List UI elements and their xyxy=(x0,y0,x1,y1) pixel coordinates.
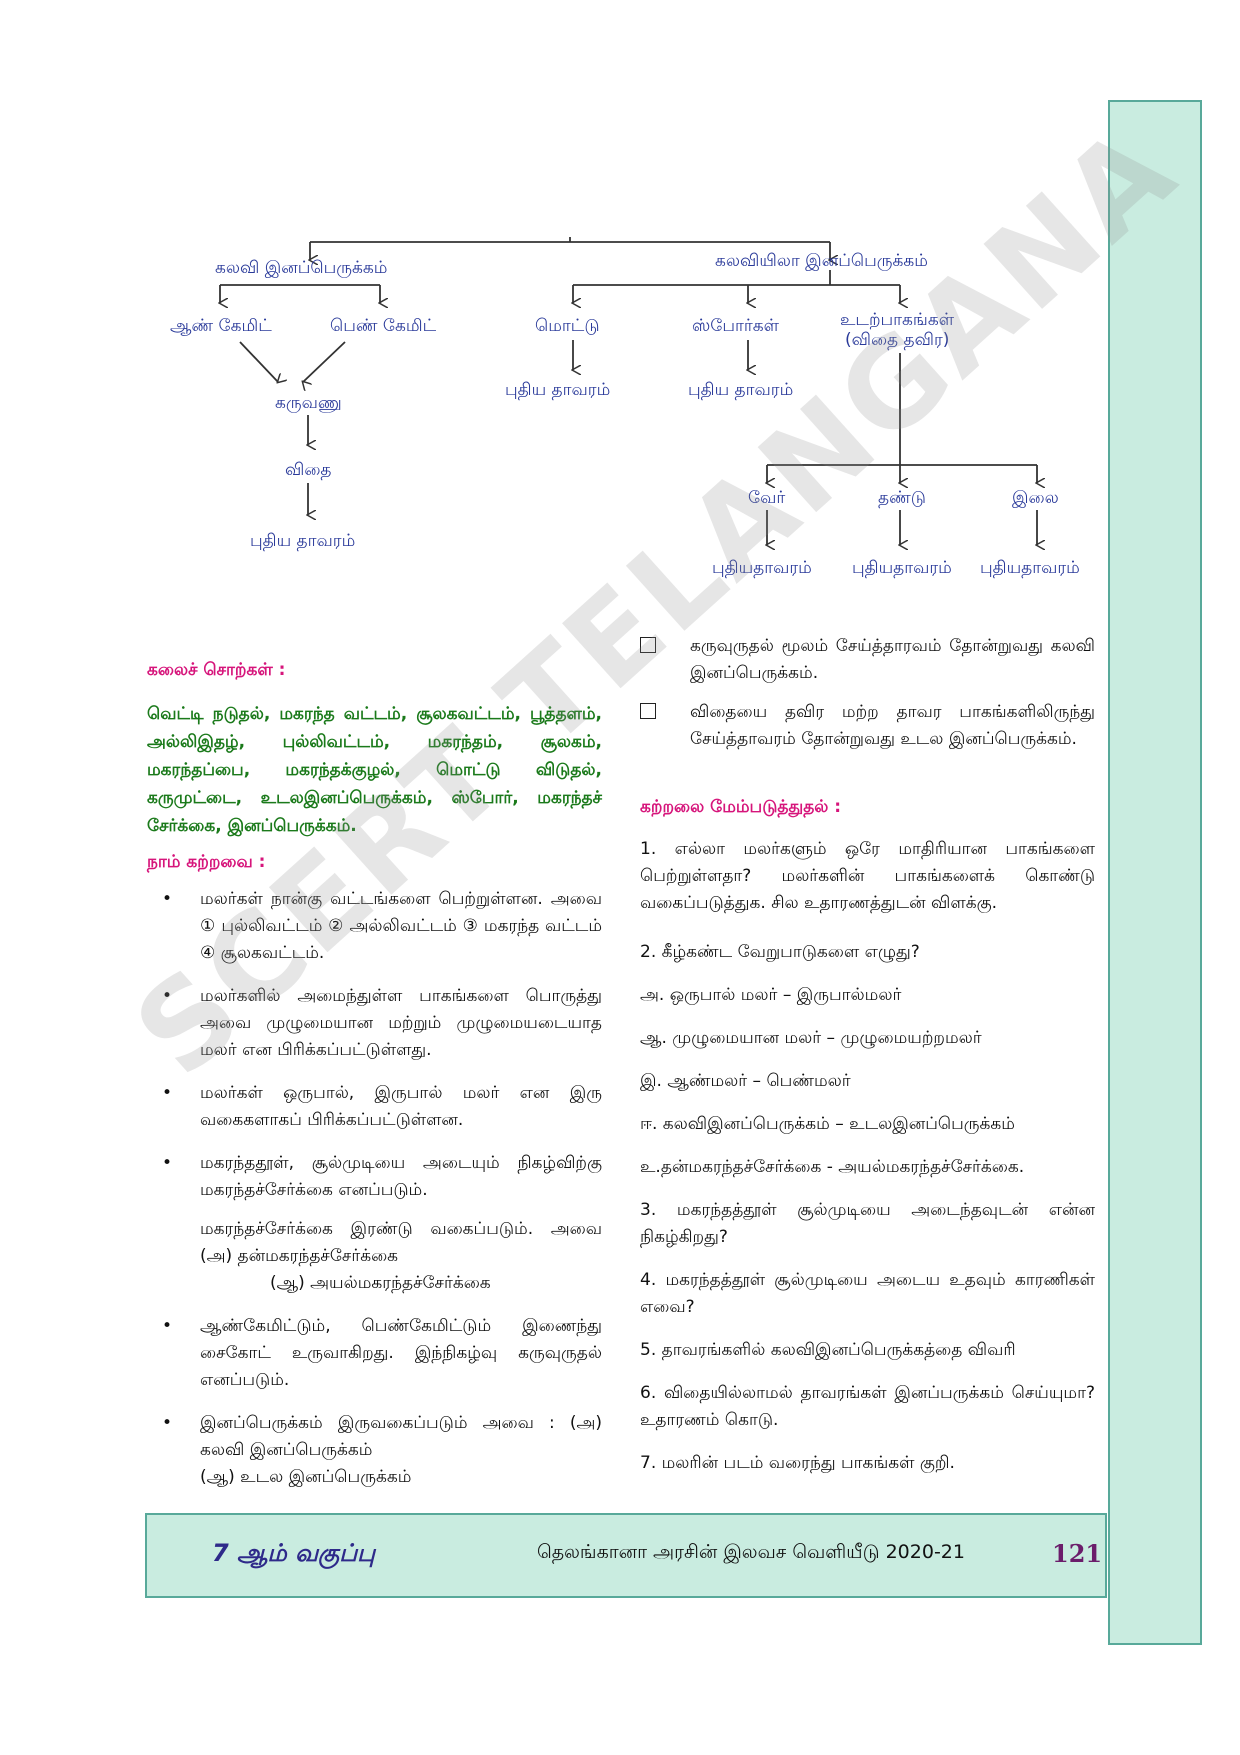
side-tab xyxy=(1108,100,1202,1645)
label-veg-parts-1: உடற்பாகங்கள் xyxy=(840,310,955,330)
label-zygote: கருவணு xyxy=(275,393,342,413)
publisher-note: தெலங்கானா அரசின் இலவச வெளியீடு 2020-21 xyxy=(537,1541,965,1563)
question-item: அ. ஒருபால் மலர் – இருபால்மலர் xyxy=(640,985,902,1005)
learned-item-text: ஆண்கேமிட்டும், பெண்கேமிட்டும் இணைந்து சை… xyxy=(200,1316,602,1390)
question-item: ஈ. கலவிஇனப்பெருக்கம் – உடலஇனப்பெருக்கம் xyxy=(640,1114,1015,1134)
summary-item: விதையை தவிர மற்ற தாவர பாகங்களிலிருந்து ச… xyxy=(640,699,1095,753)
label-sexual: கலவி இனப்பெருக்கம் xyxy=(215,258,387,278)
improve-heading: கற்றலை மேம்படுத்துதல் : xyxy=(640,797,842,817)
learned-item-text: இனப்பெருக்கம் இருவகைப்படும் அவை : (அ) கல… xyxy=(200,1413,602,1460)
label-root-new-plant: புதியதாவரம் xyxy=(712,558,812,578)
label-stem-new-plant: புதியதாவரம் xyxy=(852,558,952,578)
list-item: மலர்களில் அமைந்துள்ள பாகங்களை பொருத்து அ… xyxy=(150,983,602,1064)
arrow-male-to-zygote xyxy=(239,341,278,382)
question-item: 2. கீழ்கண்ட வேறுபாடுகளை எழுது? xyxy=(640,942,920,962)
question-item: உ.தன்மகரந்தச்சேர்க்கை - அயல்மகரந்தச்சேர்… xyxy=(640,1157,1025,1177)
list-item: மலர்கள் ஒருபால், இருபால் மலர் என இரு வகை… xyxy=(150,1080,602,1134)
question-item: 3. மகரந்தத்தூள் சூல்முடியை அடைந்தவுடன் எ… xyxy=(640,1200,1095,1247)
keywords-text: வெட்டி நடுதல், மகரந்த வட்டம், சூலகவட்டம்… xyxy=(147,704,602,836)
summary-item: கருவுருதல் மூலம் சேய்த்தாரவம் தோன்றுவது … xyxy=(640,633,1095,687)
label-root: வேர் xyxy=(748,488,785,508)
learned-item-text: மகரந்ததூள், சூல்முடியை அடையும் நிகழ்விற்… xyxy=(200,1153,602,1200)
learned-item-text: மலர்கள் நான்கு வட்டங்களை பெற்றுள்ளன. அவை… xyxy=(200,889,602,963)
label-spores: ஸ்போர்கள் xyxy=(692,316,780,336)
question-list: 1. எல்லா மலர்களும் ஒரே மாதிரியான பாகங்கள… xyxy=(640,836,1095,1493)
label-spore-new-plant: புதிய தாவரம் xyxy=(688,380,793,400)
learned-item-subtext: (ஆ) அயல்மகரந்தச்சேர்க்கை xyxy=(270,1273,491,1293)
label-female-gamete: பெண் கேமிட் xyxy=(330,316,437,336)
list-item: மகரந்ததூள், சூல்முடியை அடையும் நிகழ்விற்… xyxy=(150,1150,602,1297)
list-item: மலர்கள் நான்கு வட்டங்களை பெற்றுள்ளன. அவை… xyxy=(150,886,602,967)
label-bud: மொட்டு xyxy=(535,316,600,336)
summary-text: விதையை தவிர மற்ற தாவர பாகங்களிலிருந்து ச… xyxy=(690,702,1095,749)
label-new-plant: புதிய தாவரம் xyxy=(250,531,355,551)
list-item: இனப்பெருக்கம் இருவகைப்படும் அவை : (அ) கல… xyxy=(150,1410,602,1491)
reproduction-flow-diagram: கலவி இனப்பெருக்கம் கலவியிலா இனப்பெருக்கம… xyxy=(140,225,1100,625)
label-bud-new-plant: புதிய தாவரம் xyxy=(505,380,610,400)
summary-text: கருவுருதல் மூலம் சேய்த்தாரவம் தோன்றுவது … xyxy=(690,636,1095,683)
question-item: ஆ. முழுமையான மலர் – முழுமையற்றமலர் xyxy=(640,1028,982,1048)
keywords-heading: கலைச் சொற்கள் : xyxy=(147,660,286,680)
learned-item-subtext: மகரந்தச்சேர்க்கை இரண்டு வகைப்படும். அவை … xyxy=(200,1219,602,1266)
diagram-svg: கலவி இனப்பெருக்கம் கலவியிலா இனப்பெருக்கம… xyxy=(170,237,1080,578)
label-leaf: இலை xyxy=(1012,488,1059,508)
label-asexual: கலவியிலா இனப்பெருக்கம் xyxy=(715,251,928,271)
checkbox-icon xyxy=(640,703,656,719)
arrow-female-to-zygote xyxy=(303,341,346,382)
question-item: 5. தாவரங்களில் கலவிஇனப்பெருக்கத்தை விவரி xyxy=(640,1340,1016,1360)
learned-item-subtext: (ஆ) உடல இனப்பெருக்கம் xyxy=(200,1467,412,1487)
question-item: 4. மகரந்தத்தூள் சூல்முடியை அடைய உதவும் க… xyxy=(640,1270,1095,1317)
summary-list: கருவுருதல் மூலம் சேய்த்தாரவம் தோன்றுவது … xyxy=(640,633,1095,765)
class-label: 7 ஆம் வகுப்பு xyxy=(212,1539,375,1567)
checkbox-icon xyxy=(640,637,656,653)
page-number: 121 xyxy=(1052,1539,1103,1568)
learned-list: மலர்கள் நான்கு வட்டங்களை பெற்றுள்ளன. அவை… xyxy=(150,886,602,1507)
learned-heading: நாம் கற்றவை : xyxy=(147,852,266,872)
learned-item-text: மலர்களில் அமைந்துள்ள பாகங்களை பொருத்து அ… xyxy=(200,986,602,1060)
label-veg-parts-2: (விதை தவிர) xyxy=(845,330,949,350)
label-leaf-new-plant: புதியதாவரம் xyxy=(980,558,1080,578)
question-item: இ. ஆண்மலர் – பெண்மலர் xyxy=(640,1071,851,1091)
label-male-gamete: ஆண் கேமிட் xyxy=(170,316,272,336)
question-item: 1. எல்லா மலர்களும் ஒரே மாதிரியான பாகங்கள… xyxy=(640,839,1095,913)
page-footer: 7 ஆம் வகுப்பு தெலங்கானா அரசின் இலவச வெளி… xyxy=(145,1513,1107,1598)
label-seed: விதை xyxy=(285,460,332,480)
question-item: 6. விதையில்லாமல் தாவரங்கள் இனப்பருக்கம் … xyxy=(640,1383,1095,1430)
label-stem: தண்டு xyxy=(878,488,926,508)
list-item: ஆண்கேமிட்டும், பெண்கேமிட்டும் இணைந்து சை… xyxy=(150,1313,602,1394)
question-item: 7. மலரின் படம் வரைந்து பாகங்கள் குறி. xyxy=(640,1453,955,1473)
learned-item-text: மலர்கள் ஒருபால், இருபால் மலர் என இரு வகை… xyxy=(200,1083,602,1130)
